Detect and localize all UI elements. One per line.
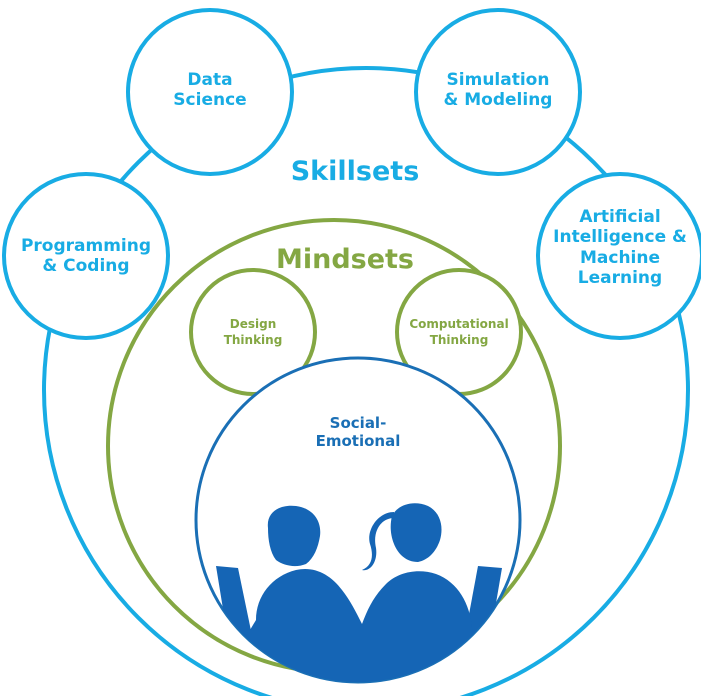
skillsets-outer-ring	[42, 66, 690, 696]
computational-thinking-label-line1: Computational	[409, 317, 509, 331]
simulation-modeling-label-line1: Simulation	[446, 70, 550, 90]
design-thinking-label-line1: Design	[229, 317, 277, 331]
data-science-label-line2: Science	[173, 90, 247, 111]
programming-coding-label-line2: & Coding	[42, 256, 130, 277]
design-thinking-label: Design Thinking	[203, 316, 303, 348]
design-thinking-circle	[189, 268, 317, 396]
data-science-label: Data Science	[140, 70, 280, 111]
design-thinking-label-line2: Thinking	[223, 333, 283, 348]
ai-machine-learning-circle	[536, 172, 701, 340]
ai-ml-label-line3: Machine	[579, 247, 661, 268]
ai-ml-label-line2: Intelligence &	[553, 227, 687, 248]
data-science-circle	[126, 8, 294, 176]
social-emotional-label-line2: Emotional	[315, 432, 401, 450]
data-science-label-line1: Data	[187, 70, 233, 90]
programming-coding-label-line1: Programming	[20, 236, 152, 256]
simulation-modeling-label-line2: & Modeling	[443, 90, 553, 111]
social-emotional-label-line1: Social-	[329, 414, 387, 432]
programming-coding-label: Programming & Coding	[6, 236, 166, 277]
ai-ml-label-line4: Learning	[577, 268, 663, 289]
simulation-modeling-circle	[414, 8, 582, 176]
skillsets-heading: Skillsets	[290, 156, 420, 187]
programming-coding-circle	[2, 172, 170, 340]
ai-ml-label-line1: Artificial	[579, 207, 661, 227]
computational-thinking-label-line2: Thinking	[429, 333, 489, 348]
simulation-modeling-label: Simulation & Modeling	[428, 70, 568, 111]
computational-thinking-label: Computational Thinking	[399, 316, 519, 348]
mindsets-heading: Mindsets	[275, 244, 415, 275]
social-emotional-label: Social- Emotional	[298, 414, 418, 450]
ai-machine-learning-label: Artificial Intelligence & Machine Learni…	[545, 207, 695, 289]
